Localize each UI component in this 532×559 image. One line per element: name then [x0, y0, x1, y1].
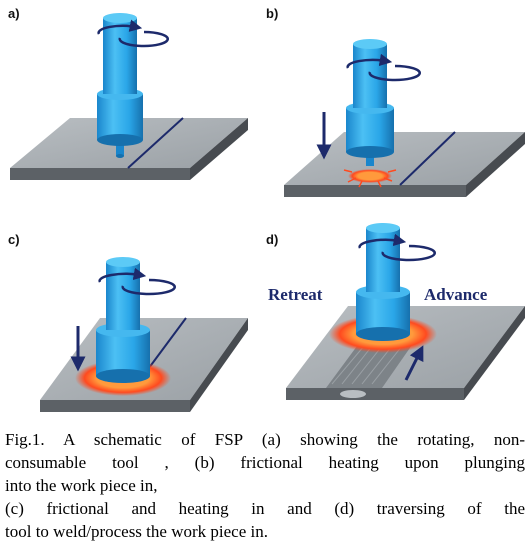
retreat-label: Retreat	[268, 285, 323, 304]
panel-label-c: c)	[8, 232, 20, 247]
panel-label-d: d)	[266, 232, 278, 247]
rotation-arrow	[358, 233, 436, 262]
fsp-tool	[346, 39, 394, 166]
advance-label: Advance	[424, 285, 488, 304]
fsp-tool	[97, 13, 143, 158]
panel-label-a: a)	[8, 6, 20, 21]
caption-line: tool to weld/process the work piece in.	[5, 522, 268, 541]
rotation-arrow	[97, 19, 169, 48]
fsp-schematic-figure: a) b)	[8, 6, 525, 412]
rotation-arrow	[98, 267, 176, 296]
rotation-arrow	[346, 53, 421, 82]
caption-line: into the work piece in,	[5, 476, 158, 495]
traverse-arrow	[404, 345, 424, 381]
weld-line	[399, 131, 456, 186]
fsp-tool	[96, 257, 150, 383]
weld-line	[127, 117, 184, 169]
panel-d: d) Retreat Advance	[266, 223, 525, 400]
frictional-heat-spot	[343, 169, 397, 188]
panel-b: b)	[266, 6, 525, 197]
panel-c: c)	[8, 232, 248, 412]
caption-line: consumable tool , (b) frictional heating…	[5, 453, 525, 472]
workpiece-plate	[284, 131, 525, 197]
caption-line: Fig.1. A schematic of FSP (a) showing th…	[5, 430, 525, 449]
caption-line: (c) frictional and heating in and (d) tr…	[5, 499, 525, 518]
panel-label-b: b)	[266, 6, 278, 21]
panel-a: a)	[8, 6, 248, 180]
figure-caption: Fig.1. A schematic of FSP (a) showing th…	[5, 428, 525, 543]
processed-track	[326, 342, 414, 398]
